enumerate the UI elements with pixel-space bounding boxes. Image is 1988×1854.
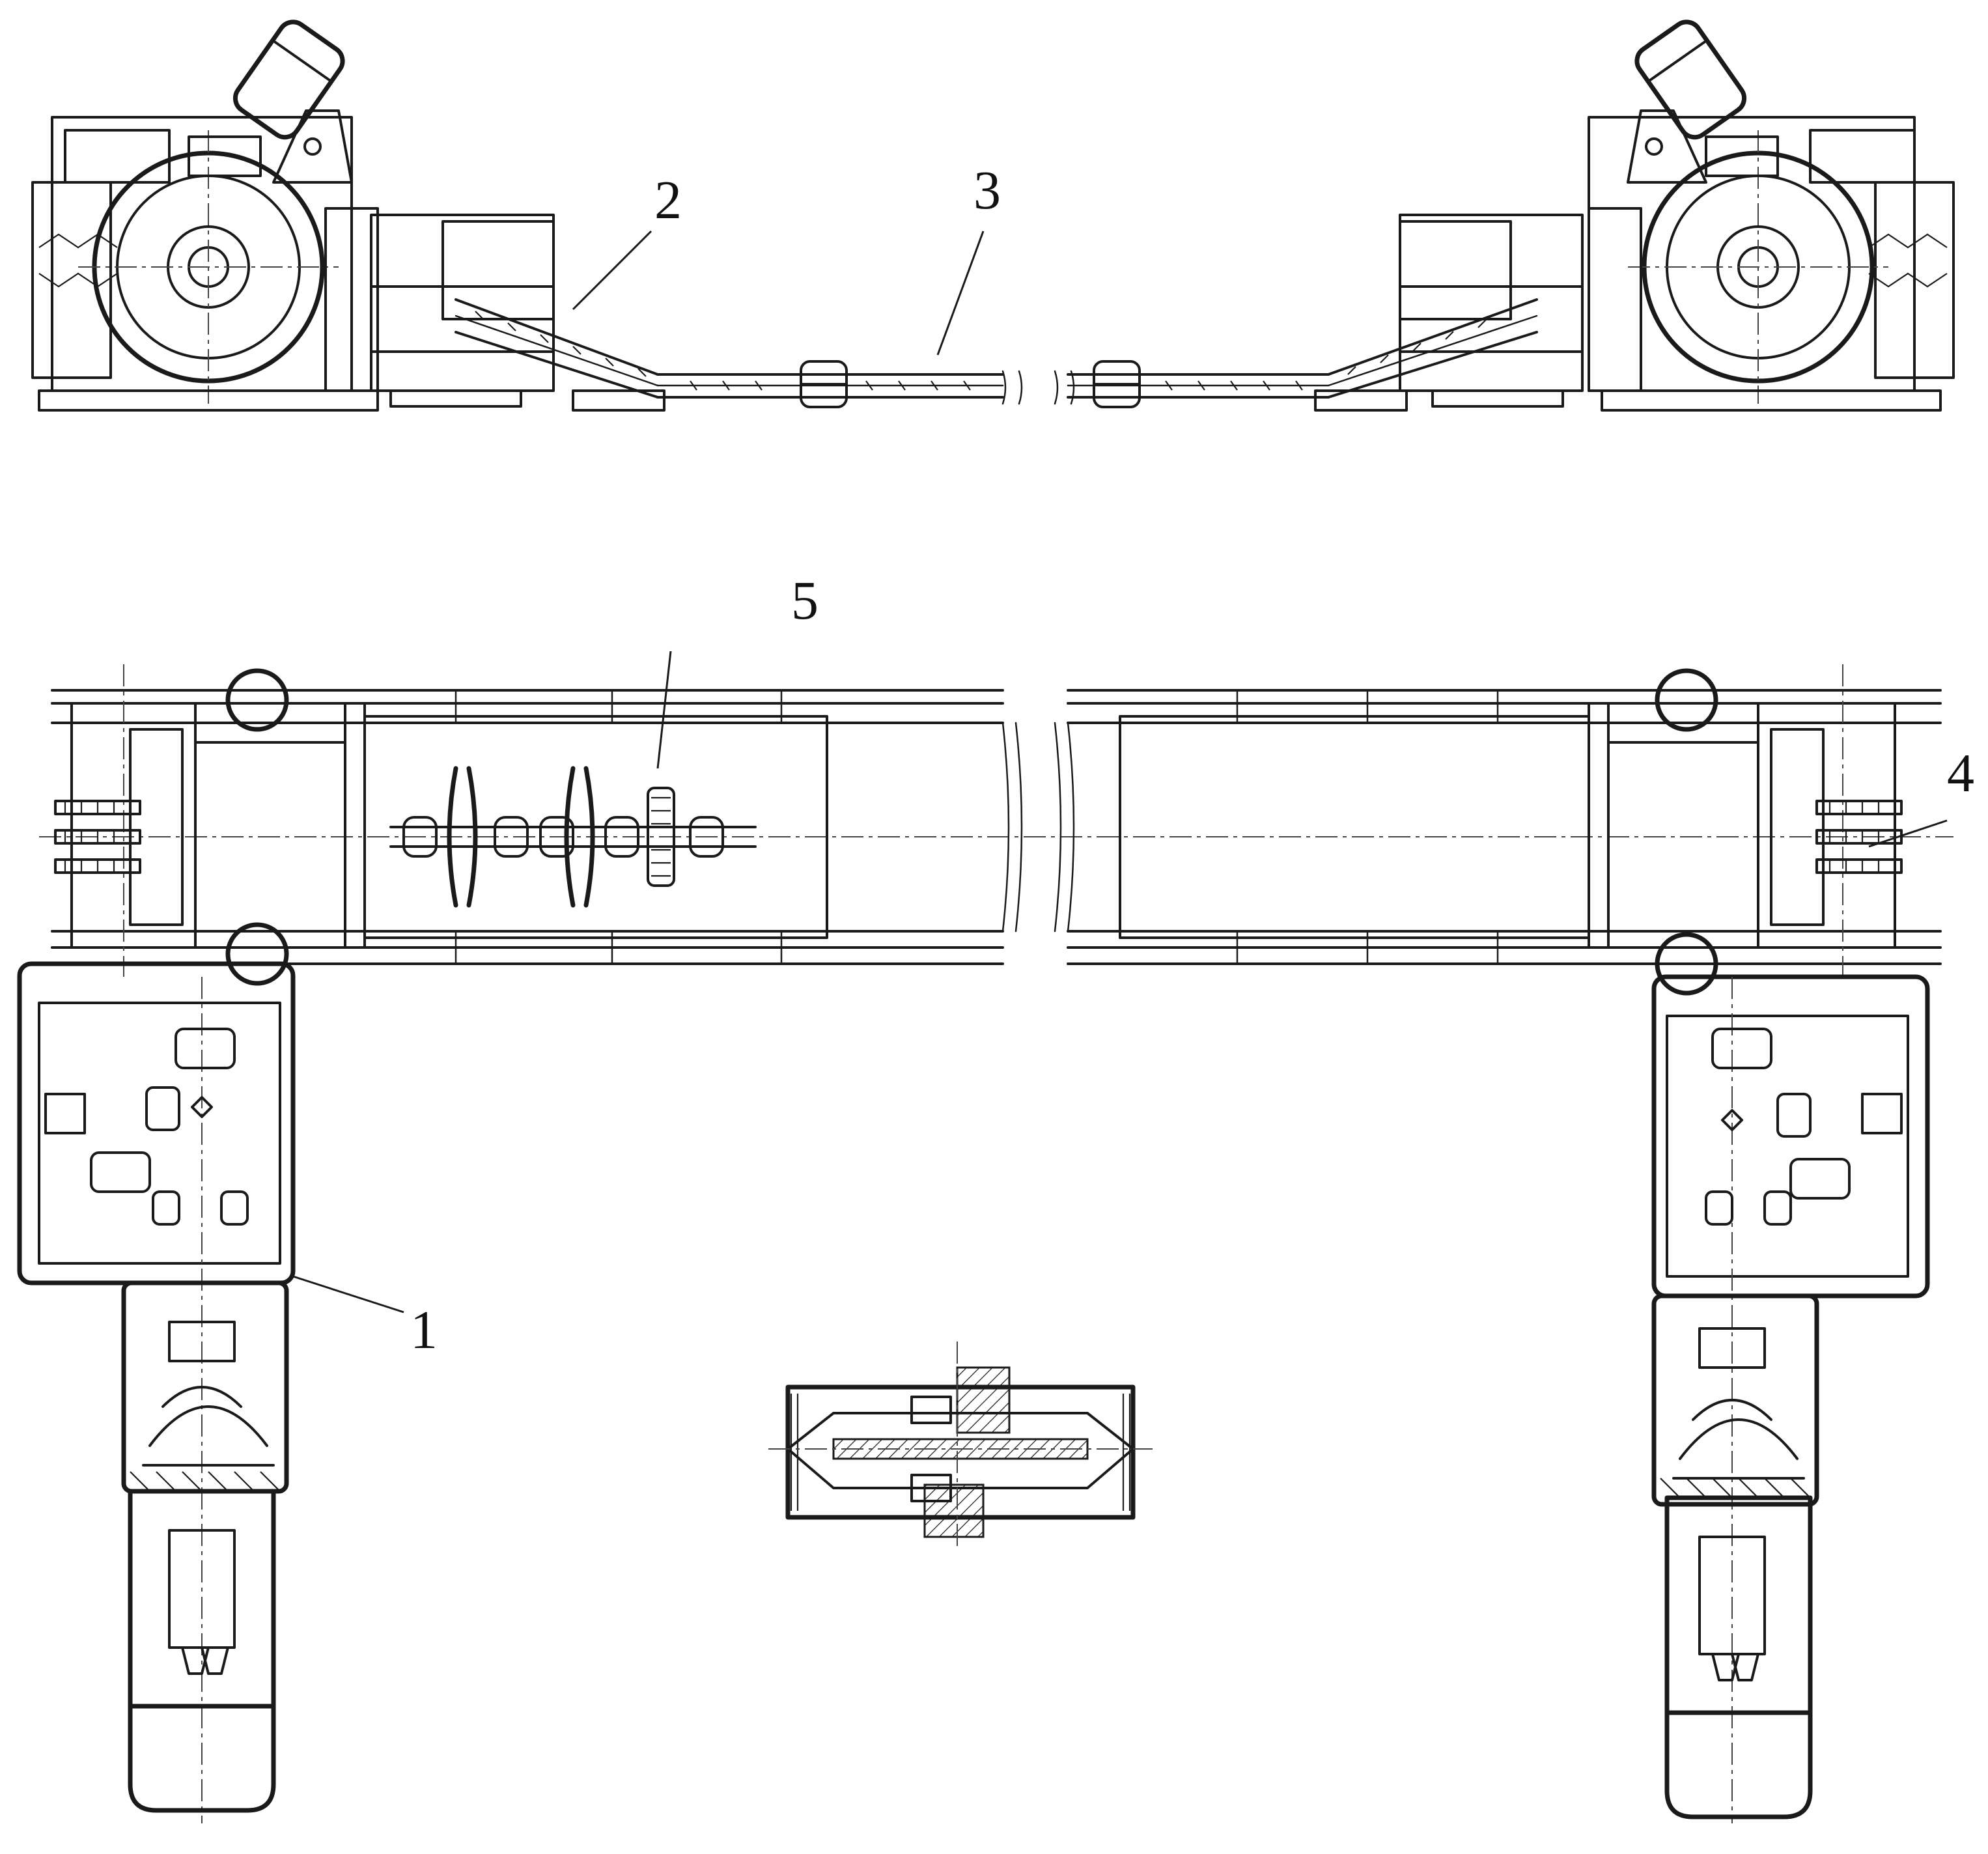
callout-2: 2 bbox=[654, 170, 682, 231]
right-transition-frame bbox=[1399, 214, 1584, 408]
right-head-plan bbox=[1655, 664, 1903, 996]
plan-view bbox=[17, 651, 1953, 1823]
right-drive-unit bbox=[1651, 974, 1930, 1823]
right-drive-head-elevation bbox=[1588, 20, 1955, 412]
side-elevation-view bbox=[31, 20, 1955, 412]
scraper-chain-plan bbox=[389, 766, 757, 908]
leader-4 bbox=[1868, 819, 1948, 848]
left-head-plan bbox=[54, 664, 289, 986]
right-inclined-section bbox=[1314, 298, 1538, 412]
callout-5: 5 bbox=[791, 570, 819, 631]
tail-sprocket bbox=[1815, 800, 1903, 874]
trough-chain-left-half bbox=[656, 360, 1004, 408]
trough-chain-right-half bbox=[1067, 360, 1330, 408]
conveyor-frame-rails bbox=[39, 689, 1953, 965]
callout-3: 3 bbox=[973, 160, 1001, 221]
trough-cross-section bbox=[768, 1341, 1153, 1550]
inclined-chain-section bbox=[455, 298, 939, 412]
left-drive-head-elevation bbox=[31, 20, 379, 412]
callout-4: 4 bbox=[1947, 743, 1974, 804]
left-drive-unit bbox=[17, 961, 404, 1823]
leader-3 bbox=[936, 231, 985, 356]
break-marks-top bbox=[1001, 370, 1075, 405]
left-transition-frame bbox=[370, 214, 555, 408]
callout-1: 1 bbox=[410, 1300, 438, 1360]
leader-2 bbox=[572, 230, 652, 311]
leader-5 bbox=[656, 651, 672, 769]
